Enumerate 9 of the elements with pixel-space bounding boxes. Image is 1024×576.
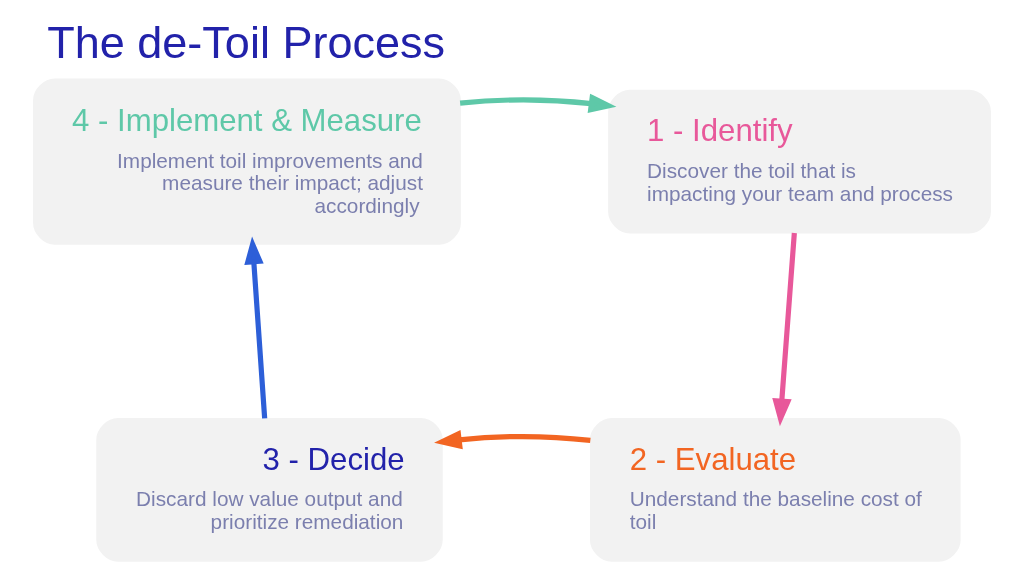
diagram-title: The de-Toil Process: [47, 17, 446, 69]
arrow: [244, 236, 268, 419]
arrow: [459, 93, 617, 113]
arrow: [434, 429, 591, 450]
arrow: [772, 232, 797, 427]
node-box: 4 - Implement & Measure Implement toil improvements and measure their impact; adjust accordingly: [33, 78, 461, 245]
node-box: 1 - Identify Discover the toil that is impacting your team and process: [608, 89, 991, 234]
node-box: 2 - Evaluate Understand the baseline cost of toil: [589, 417, 961, 562]
node-box: 3 - Decide Discard low value output and prioritize remediation: [96, 417, 443, 562]
